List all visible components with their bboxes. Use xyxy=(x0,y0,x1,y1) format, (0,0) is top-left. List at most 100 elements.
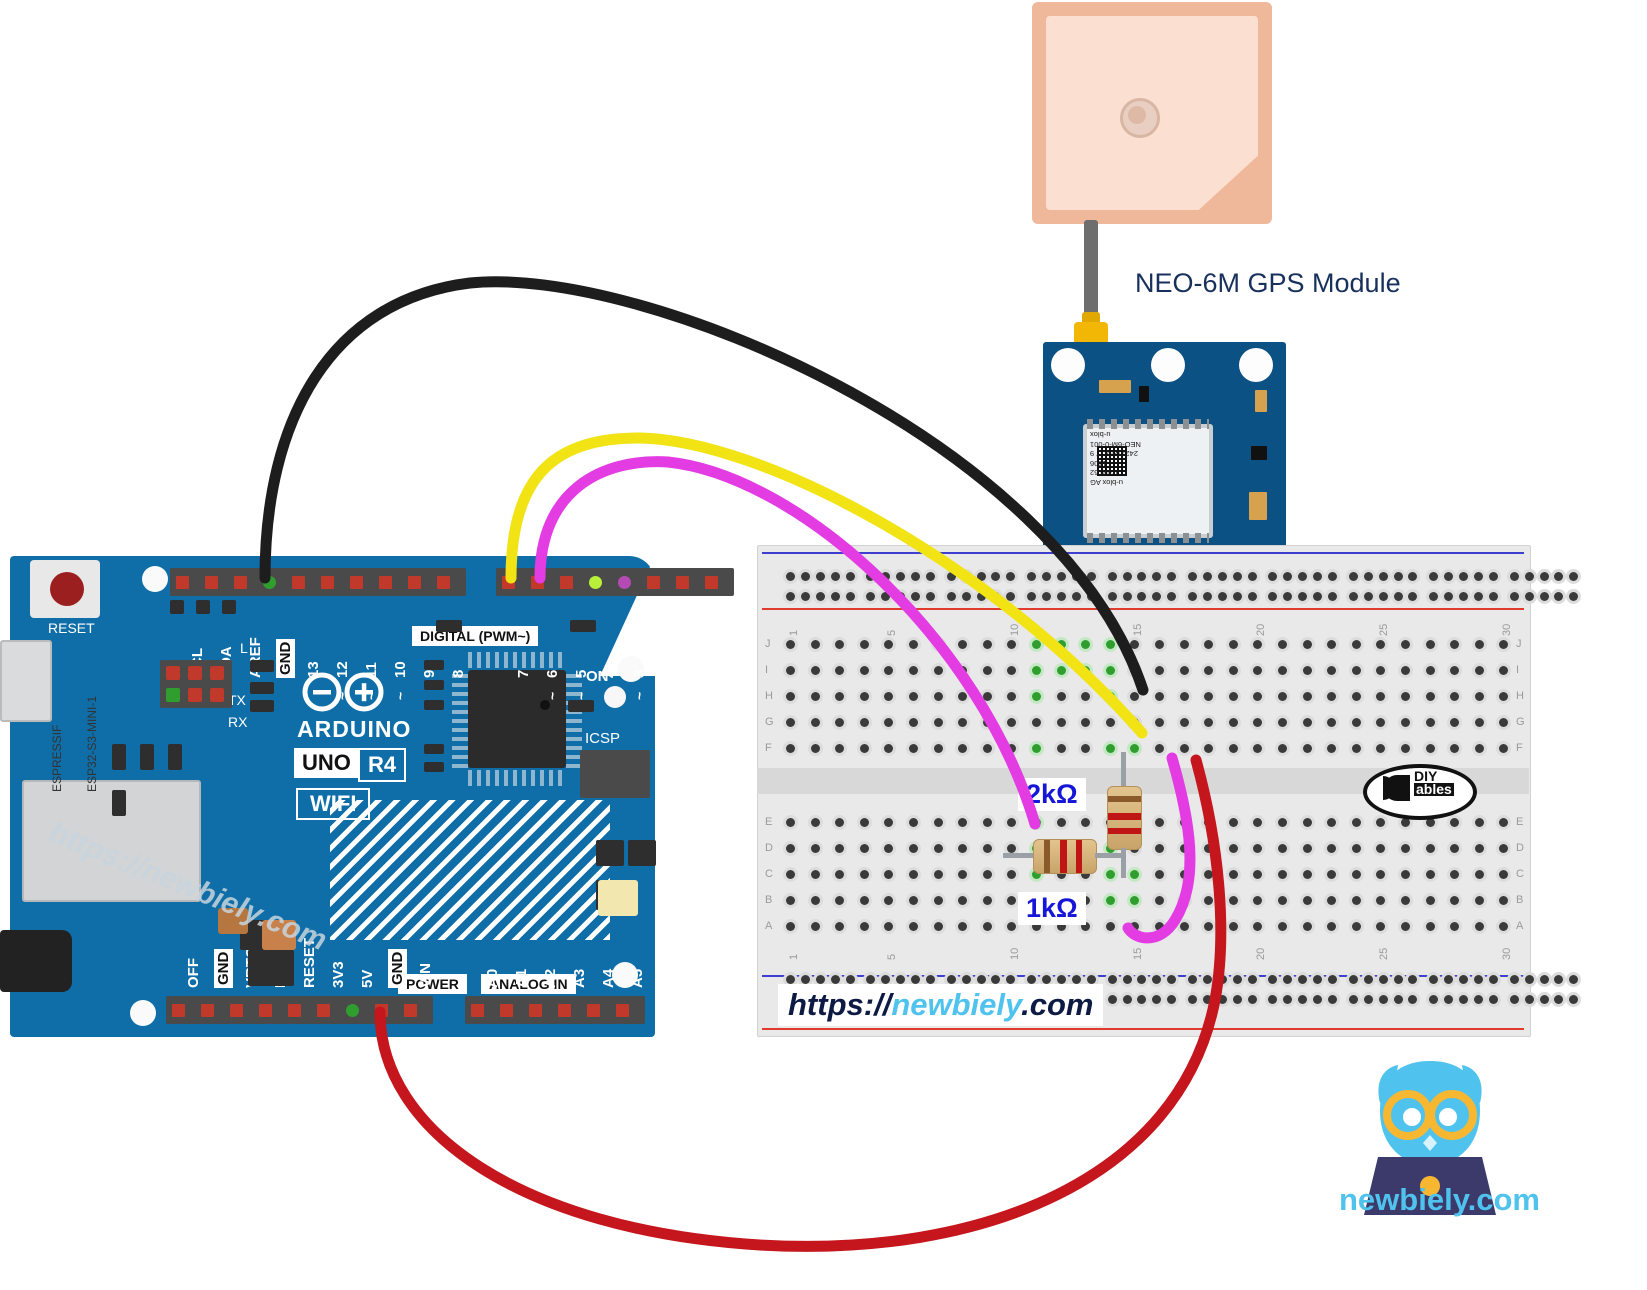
rail-hole-top[interactable] xyxy=(1363,592,1373,601)
hole-G26[interactable] xyxy=(1401,718,1410,727)
analog-pin-a1[interactable] xyxy=(500,1004,513,1017)
hole-D25[interactable] xyxy=(1376,844,1386,853)
rail-hole-top[interactable] xyxy=(1393,572,1403,581)
rail-hole-top[interactable] xyxy=(1268,592,1278,601)
digital-pin-gnd[interactable] xyxy=(263,576,276,589)
hole-J18[interactable] xyxy=(1204,640,1214,649)
rail-hole-bottom[interactable] xyxy=(1363,975,1373,984)
rail-hole-bottom[interactable] xyxy=(1378,995,1388,1004)
hole-C19[interactable] xyxy=(1228,870,1238,879)
hole-E23[interactable] xyxy=(1327,818,1337,827)
hole-E9[interactable] xyxy=(982,818,992,827)
rail-hole-top[interactable] xyxy=(1539,592,1549,601)
hole-F27[interactable] xyxy=(1425,744,1435,753)
rail-hole-bottom[interactable] xyxy=(1444,995,1454,1004)
power-pin-vrtc[interactable] xyxy=(230,1004,243,1017)
rail-hole-bottom[interactable] xyxy=(961,975,971,984)
hole-D6[interactable] xyxy=(909,844,918,853)
hole-F30[interactable] xyxy=(1499,744,1509,753)
rail-hole-top[interactable] xyxy=(961,572,971,581)
hole-B24[interactable] xyxy=(1351,896,1361,905)
rail-hole-bottom[interactable] xyxy=(1429,995,1439,1004)
hole-J16[interactable] xyxy=(1155,640,1164,649)
hole-A1[interactable] xyxy=(786,922,795,931)
hole-C16[interactable] xyxy=(1155,870,1164,879)
digital-pin-13[interactable] xyxy=(292,576,305,589)
rail-hole-top[interactable] xyxy=(961,592,971,601)
rail-hole-top[interactable] xyxy=(1217,592,1227,601)
rail-hole-top[interactable] xyxy=(1393,592,1403,601)
hole-A29[interactable] xyxy=(1474,922,1484,931)
rail-hole-bottom[interactable] xyxy=(1086,975,1096,984)
rail-hole-bottom[interactable] xyxy=(1429,975,1439,984)
hole-J22[interactable] xyxy=(1302,640,1312,649)
hole-G19[interactable] xyxy=(1228,718,1238,727)
rail-hole-top[interactable] xyxy=(1539,572,1549,581)
hole-H21[interactable] xyxy=(1278,692,1287,701)
hole-E17[interactable] xyxy=(1179,818,1189,827)
hole-B22[interactable] xyxy=(1302,896,1312,905)
rail-hole-bottom[interactable] xyxy=(1107,975,1117,984)
rail-hole-bottom[interactable] xyxy=(1539,975,1549,984)
hole-E25[interactable] xyxy=(1376,818,1386,827)
hole-E19[interactable] xyxy=(1228,818,1238,827)
rail-hole-bottom[interactable] xyxy=(1459,995,1469,1004)
hole-F19[interactable] xyxy=(1228,744,1238,753)
hole-J14[interactable] xyxy=(1105,640,1115,649)
hole-F24[interactable] xyxy=(1351,744,1361,753)
hole-G6[interactable] xyxy=(909,718,918,727)
rail-hole-top[interactable] xyxy=(1524,592,1534,601)
hole-C23[interactable] xyxy=(1327,870,1337,879)
hole-G22[interactable] xyxy=(1302,718,1312,727)
hole-G30[interactable] xyxy=(1499,718,1509,727)
hole-F16[interactable] xyxy=(1155,744,1164,753)
hole-I4[interactable] xyxy=(859,666,869,675)
rail-hole-bottom[interactable] xyxy=(1509,975,1519,984)
hole-H14[interactable] xyxy=(1105,692,1115,701)
rail-hole-top[interactable] xyxy=(1473,572,1483,581)
hole-D9[interactable] xyxy=(982,844,992,853)
hole-H4[interactable] xyxy=(859,692,869,701)
rail-hole-top[interactable] xyxy=(1328,572,1338,581)
rail-hole-top[interactable] xyxy=(1444,592,1454,601)
hole-H2[interactable] xyxy=(810,692,820,701)
rail-hole-top[interactable] xyxy=(1313,592,1323,601)
hole-B20[interactable] xyxy=(1253,896,1263,905)
hole-A14[interactable] xyxy=(1105,922,1115,931)
hole-B28[interactable] xyxy=(1450,896,1460,905)
rail-hole-top[interactable] xyxy=(1152,592,1162,601)
digital-pin-8[interactable] xyxy=(437,576,450,589)
hole-H24[interactable] xyxy=(1351,692,1361,701)
hole-E22[interactable] xyxy=(1302,818,1312,827)
hole-A2[interactable] xyxy=(810,922,820,931)
hole-J28[interactable] xyxy=(1450,640,1460,649)
digital-pin-9[interactable] xyxy=(408,576,421,589)
rail-hole-top[interactable] xyxy=(1086,572,1096,581)
hole-A30[interactable] xyxy=(1499,922,1509,931)
hole-D26[interactable] xyxy=(1401,844,1410,853)
hole-D27[interactable] xyxy=(1425,844,1435,853)
dc-barrel-jack[interactable] xyxy=(0,930,72,992)
rail-hole-top[interactable] xyxy=(1378,592,1388,601)
hole-B7[interactable] xyxy=(933,896,943,905)
hole-J20[interactable] xyxy=(1253,640,1263,649)
hole-C28[interactable] xyxy=(1450,870,1460,879)
hole-I29[interactable] xyxy=(1474,666,1484,675)
rail-hole-top[interactable] xyxy=(1363,572,1373,581)
hole-J2[interactable] xyxy=(810,640,820,649)
rail-hole-top[interactable] xyxy=(1086,592,1096,601)
hole-J23[interactable] xyxy=(1327,640,1337,649)
hole-C4[interactable] xyxy=(859,870,869,879)
hole-F26[interactable] xyxy=(1401,744,1410,753)
hole-A6[interactable] xyxy=(909,922,918,931)
hole-C6[interactable] xyxy=(909,870,918,879)
power-pin-3v3[interactable] xyxy=(317,1004,330,1017)
rail-hole-top[interactable] xyxy=(1488,592,1498,601)
hole-A24[interactable] xyxy=(1351,922,1361,931)
hole-F25[interactable] xyxy=(1376,744,1386,753)
hole-E20[interactable] xyxy=(1253,818,1263,827)
hole-I23[interactable] xyxy=(1327,666,1337,675)
hole-H27[interactable] xyxy=(1425,692,1435,701)
rail-hole-bottom[interactable] xyxy=(1202,995,1212,1004)
hole-A26[interactable] xyxy=(1401,922,1410,931)
